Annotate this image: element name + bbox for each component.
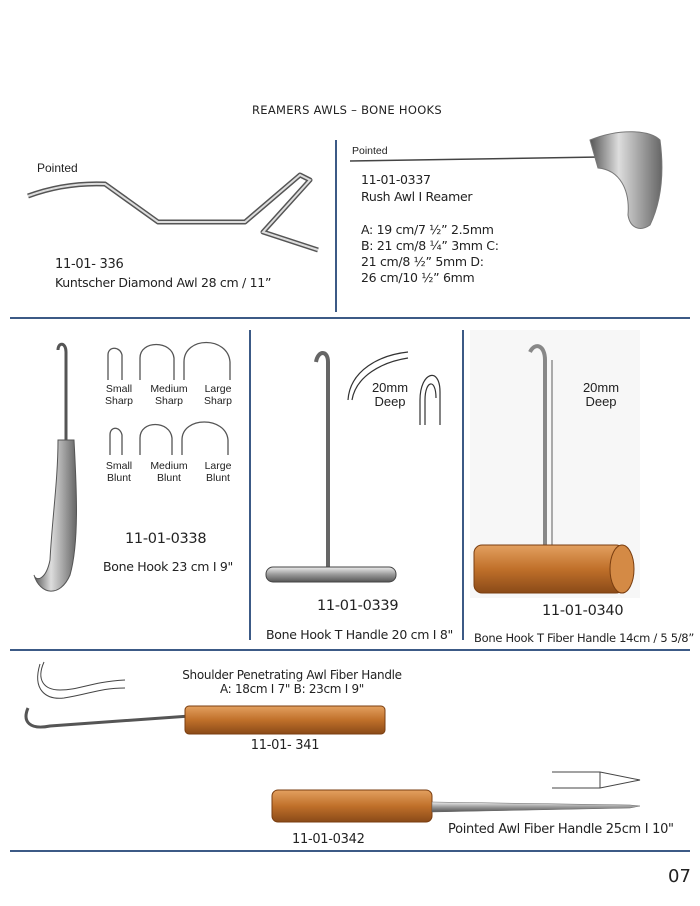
bone-hook-t-handle-image xyxy=(265,351,441,583)
divider xyxy=(10,649,690,651)
product-name: Rush Awl I Reamer xyxy=(361,189,473,204)
page-number: 07 xyxy=(668,866,691,887)
tip-label: Pointed xyxy=(37,161,78,175)
product-code: 11-01- 336 xyxy=(55,257,124,272)
product-code: 11-01-0337 xyxy=(361,172,431,187)
divider xyxy=(335,140,337,312)
size-line: A: 19 cm/7 ½” 2.5mm xyxy=(361,222,494,237)
rush-awl-image xyxy=(349,131,663,229)
product-code: 11-01-0338 xyxy=(125,531,207,547)
product-code: 11-01- 341 xyxy=(250,738,320,753)
product-sizes: A: 18cm I 7" B: 23cm I 9" xyxy=(219,682,365,696)
divider xyxy=(10,850,690,852)
shoulder-awl-image xyxy=(24,661,386,735)
tip-label: Pointed xyxy=(352,145,388,157)
bone-hook-image xyxy=(33,341,231,592)
product-name: Pointed Awl Fiber Handle 25cm I 10" xyxy=(448,822,674,837)
page-title: REAMERS AWLS – BONE HOOKS xyxy=(252,103,442,117)
divider xyxy=(10,317,690,319)
size-line: B: 21 cm/8 ¼” 3mm C: xyxy=(361,238,499,253)
product-code: 11-01-0339 xyxy=(317,598,399,614)
size-line: 26 cm/10 ½” 6mm xyxy=(361,270,475,285)
pointed-awl-image xyxy=(271,771,641,823)
product-code: 11-01-0342 xyxy=(292,832,365,847)
product-name: Bone Hook T Handle 20 cm I 8" xyxy=(266,627,453,642)
product-name: Bone Hook 23 cm I 9" xyxy=(103,559,233,574)
size-line: 21 cm/8 ½” 5mm D: xyxy=(361,254,484,269)
product-name: Bone Hook T Fiber Handle 14cm / 5 5/8” xyxy=(474,631,694,645)
product-code: 11-01-0340 xyxy=(542,603,624,619)
product-name: Shoulder Penetrating Awl Fiber Handle xyxy=(182,668,402,682)
kuntscher-awl-image xyxy=(27,172,319,253)
product-name: Kuntscher Diamond Awl 28 cm / 11” xyxy=(55,275,272,290)
divider xyxy=(462,330,464,640)
bone-hook-fiber-handle-image xyxy=(473,344,635,594)
divider xyxy=(249,330,251,640)
